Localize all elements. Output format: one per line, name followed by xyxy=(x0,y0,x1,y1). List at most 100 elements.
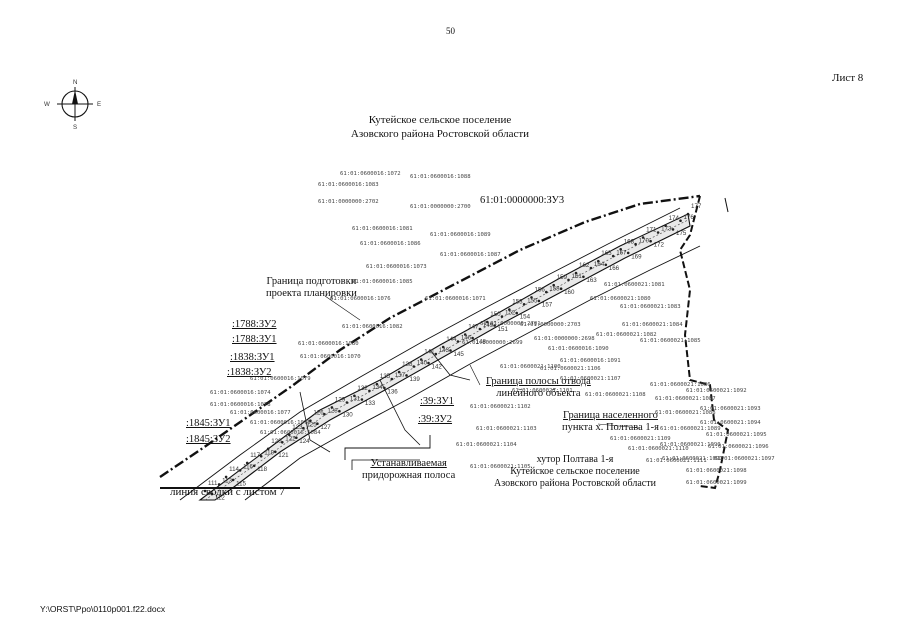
survey-point-number: 148 xyxy=(476,338,487,345)
survey-point-number: 173 xyxy=(661,226,672,233)
survey-point-marker xyxy=(463,333,467,336)
compass-west: W xyxy=(44,101,50,108)
survey-point-number: 152 xyxy=(505,310,516,317)
cadastral-number: 61:01:0000000:2700 xyxy=(410,204,471,210)
survey-point-marker xyxy=(245,461,249,465)
survey-point-marker xyxy=(552,283,555,287)
survey-point-number: 133 xyxy=(365,400,376,407)
survey-point-marker xyxy=(238,469,242,472)
survey-point-number: 143 xyxy=(439,347,450,354)
cadastral-number: 61:01:0600016:1072 xyxy=(340,171,401,177)
survey-point-number: 158 xyxy=(549,285,560,292)
parcel-split-3 xyxy=(429,349,471,381)
cadastral-number: 61:01:0600021:1086 xyxy=(650,382,711,388)
survey-point-number: 168 xyxy=(624,238,635,245)
survey-point-marker xyxy=(471,336,474,340)
survey-point-number: 120 xyxy=(271,438,282,445)
survey-point-marker xyxy=(679,219,682,222)
planning-boundary-label: Граница подготовки проекта планировки xyxy=(266,276,357,299)
survey-point-number: 170 xyxy=(639,237,650,244)
survey-point-number: 121 xyxy=(278,452,289,459)
survey-point-number: 127 xyxy=(320,424,331,431)
road-centerline xyxy=(204,219,689,501)
cadastral-number: 61:01:0600021:1097 xyxy=(714,456,775,462)
survey-point-number: 161 xyxy=(572,273,583,280)
cadastral-number: 61:01:0600021:1109 xyxy=(610,436,671,442)
survey-point-marker xyxy=(309,419,312,423)
survey-point-marker xyxy=(478,327,482,331)
settlement-line2: Кутейское сельское поселение xyxy=(510,466,640,477)
survey-point-marker xyxy=(288,433,291,437)
survey-point-marker xyxy=(323,412,326,416)
survey-point-number: 114 xyxy=(229,466,239,473)
cadastral-number: 61:01:0600016:1075 xyxy=(250,420,311,426)
survey-point-number: 162 xyxy=(579,262,590,269)
survey-point-marker xyxy=(537,299,541,303)
parcel-1845-zu1: :1845:ЗУ1 xyxy=(186,418,231,429)
compass-south: S xyxy=(73,124,77,131)
survey-point-marker xyxy=(295,436,298,440)
survey-point-marker xyxy=(597,259,600,263)
survey-point-marker xyxy=(530,296,533,299)
parcel-39-zu2: :39:ЗУ2 xyxy=(418,414,453,425)
cadastral-number: 61:01:0600021:1084 xyxy=(622,322,683,328)
survey-point-number: 112 xyxy=(215,494,225,501)
cadastral-number: 61:01:0600021:1107 xyxy=(560,376,621,382)
survey-point-number: 177 xyxy=(691,203,702,210)
cadastral-number: 61:01:0600021:1100 xyxy=(500,364,561,370)
compass-icon: N S W E xyxy=(44,79,101,131)
cadastral-number: 61:01:0600016:1086 xyxy=(360,241,421,247)
survey-point-marker xyxy=(266,447,270,451)
parcel-split-2 xyxy=(379,379,421,446)
survey-point-marker xyxy=(626,251,630,255)
cadastral-number: 61:01:0000000:2702 xyxy=(318,199,379,205)
survey-point-number: 129 xyxy=(335,396,346,403)
survey-point-number: 134 xyxy=(372,384,383,391)
cadastral-number: 61:01:0600021:1095 xyxy=(706,432,767,438)
page-number: 50 xyxy=(446,26,455,36)
survey-point-marker xyxy=(383,386,386,390)
parcel-1788-zu2: :1788:ЗУ2 xyxy=(232,319,277,330)
survey-point-marker xyxy=(274,450,277,454)
cadastral-number: 61:01:0600021:1098 xyxy=(686,468,747,474)
cadastral-number: 61:01:0600021:1089 xyxy=(660,426,721,432)
survey-point-number: 146 xyxy=(461,335,472,342)
survey-point-marker xyxy=(281,441,284,444)
survey-point-marker xyxy=(345,401,349,404)
right-of-way-strip xyxy=(198,213,691,501)
survey-point-number: 149 xyxy=(483,322,494,329)
survey-point-number: 125 xyxy=(306,421,317,428)
survey-point-marker xyxy=(353,394,356,398)
survey-point-marker xyxy=(231,478,235,482)
parcel-1845-zu2: :1845:ЗУ2 xyxy=(186,434,231,445)
survey-point-marker xyxy=(582,275,585,279)
leader-settlement xyxy=(597,423,641,429)
north-tick xyxy=(724,197,729,213)
cadastral-number: 61:01:0600016:1074 xyxy=(210,390,271,396)
survey-point-marker xyxy=(360,398,364,401)
survey-point-number: 141 xyxy=(424,349,435,356)
survey-point-marker xyxy=(589,266,593,270)
survey-point-number: 144 xyxy=(446,336,457,343)
survey-point-number: 130 xyxy=(342,412,353,419)
roadside-bracket-2 xyxy=(351,459,420,470)
survey-point-number: 142 xyxy=(432,363,443,370)
cadastral-number: 61:01:0600016:1083 xyxy=(318,182,379,188)
cadastral-number: 61:01:0600016:1082 xyxy=(342,324,403,330)
survey-point-number: 167 xyxy=(616,249,627,256)
survey-point-marker xyxy=(671,228,675,231)
survey-point-marker xyxy=(634,242,637,246)
parcel-zu3: 61:01:0000000:ЗУ3 xyxy=(480,195,565,206)
cadastral-number: 61:01:0600016:1091 xyxy=(560,358,621,364)
cadastral-number: 61:01:0600021:1104 xyxy=(456,442,517,448)
cadastral-number: 61:01:0600021:1092 xyxy=(686,388,747,394)
survey-point-number: 169 xyxy=(631,253,642,260)
cadastral-number: 61:01:0600021:1083 xyxy=(620,304,681,310)
cadastral-number: 61:01:0600021:1110 xyxy=(628,446,689,452)
settlement-boundary-label: Граница населенного пункта х. Полтава 1-… xyxy=(562,410,659,433)
cadastral-number: 61:01:0600016:1076 xyxy=(330,296,391,302)
survey-point-number: 164 xyxy=(594,261,605,268)
survey-point-marker xyxy=(456,340,460,343)
parcel-split-1 xyxy=(299,391,331,453)
survey-point-marker xyxy=(441,345,445,349)
